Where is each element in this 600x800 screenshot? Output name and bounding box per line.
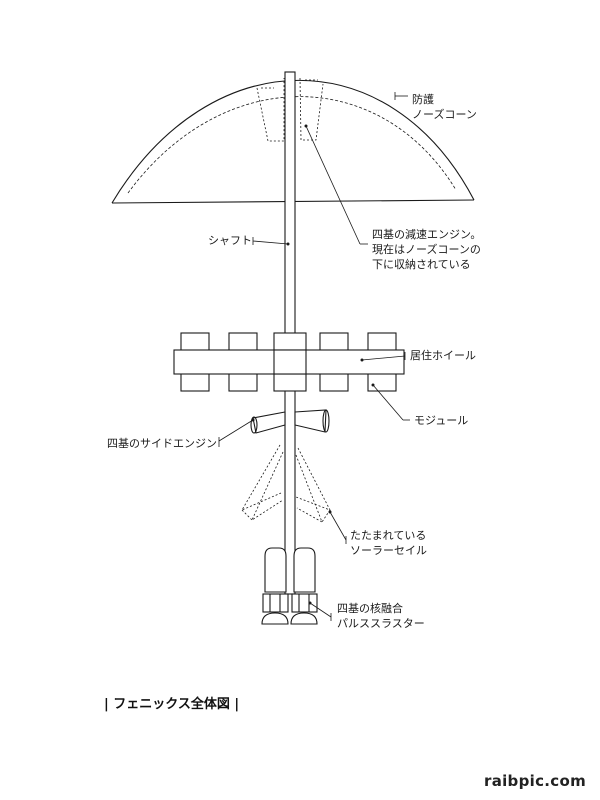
label-shaft: シャフト [208,234,252,247]
nose-cone-inner-dashed [127,96,457,194]
label-side-engines: 四基のサイドエンジン [107,437,217,450]
label-solar-sail: たたまれている ソーラーセイル [350,529,427,557]
figure-caption: | フェニックス全体図 | [104,697,240,712]
label-bow-guard: 防護 ノーズコーン [412,93,477,121]
folded-solar-sail [241,444,331,523]
label-descent-engines: 四基の減速エンジン。 現在はノーズコーンの 下に収納されている [372,228,482,271]
fusion-thrusters [261,547,318,625]
leader-lines [218,92,410,621]
side-engines [250,409,330,434]
watermark: raibpic.com [484,772,586,790]
leader-dots [251,124,375,605]
stowed-engines [256,77,324,142]
label-habitat-wheel: 居住ホイール [410,349,476,362]
nose-cone-outer [111,79,475,204]
label-fusion-thrusters: 四基の核融合 パルススラスター [337,602,425,630]
label-module: モジュール [414,414,469,427]
